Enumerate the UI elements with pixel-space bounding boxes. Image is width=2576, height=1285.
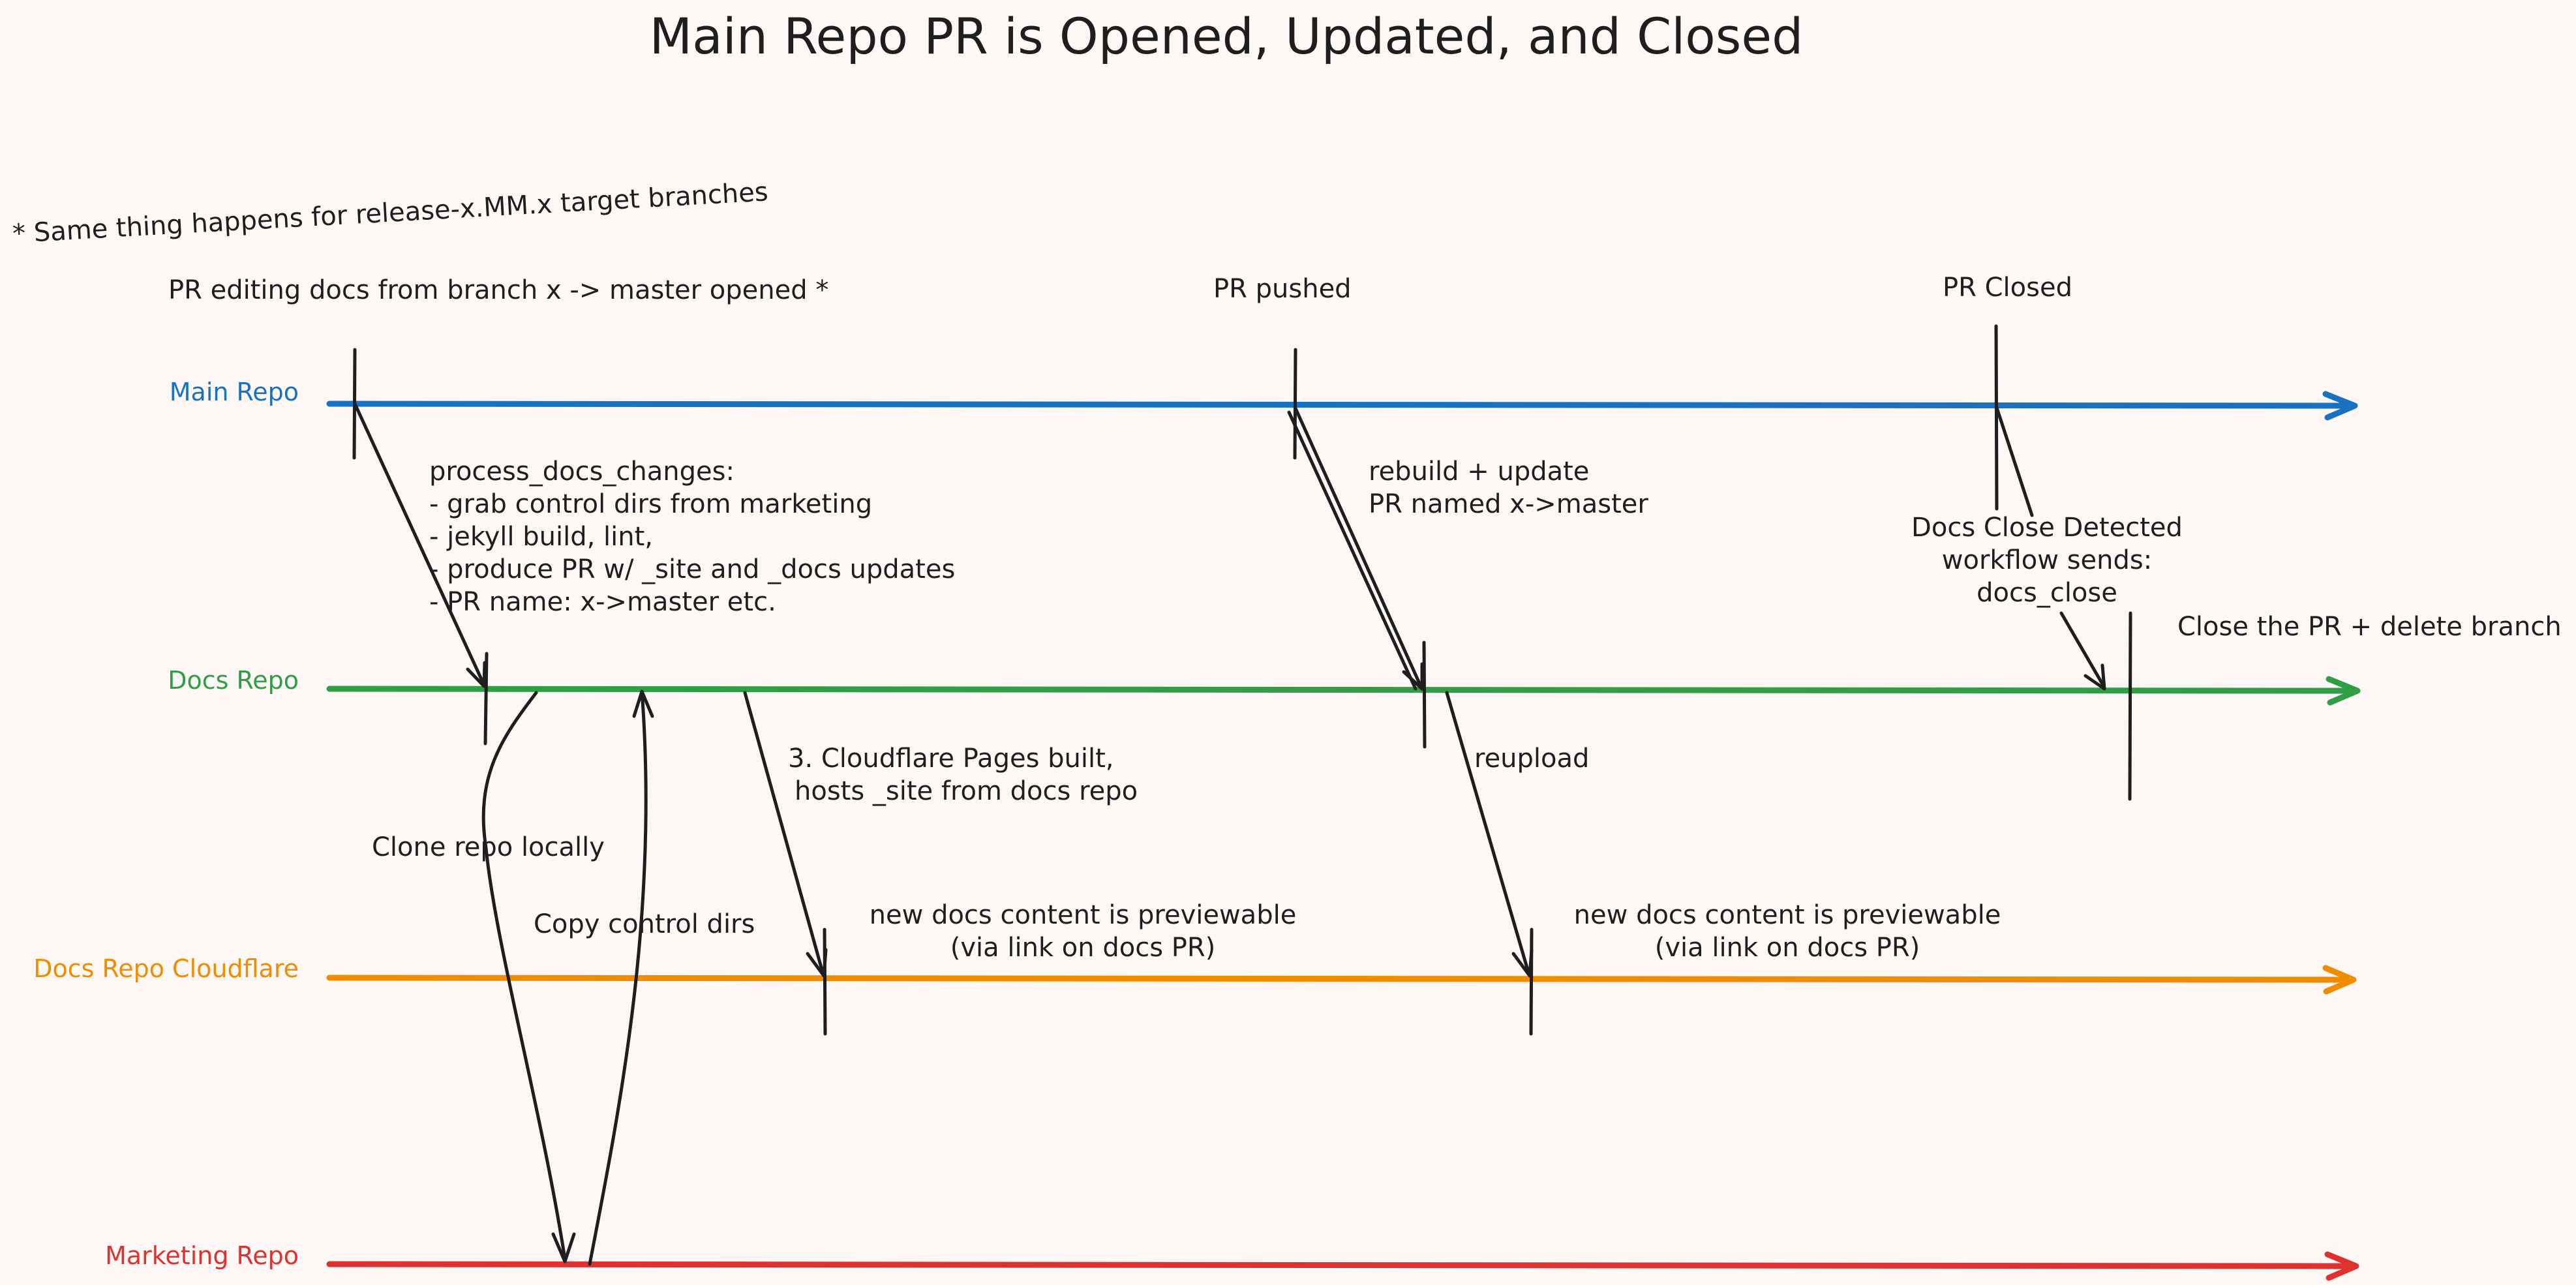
diagram-title: Main Repo PR is Opened, Updated, and Clo… [650,7,1804,65]
close-detected-line: Docs Close Detected [1911,513,2183,543]
lane-label-docs-repo-cloudflare: Docs Repo Cloudflare [33,954,299,983]
tick-main-pushed [1293,348,1297,460]
process-docs-line: - PR name: x->master etc. [429,587,776,617]
lane-marketing-repo [326,1251,2359,1281]
annotation-close-pr: Close the PR + delete branch [2177,612,2562,642]
process-docs-line: - produce PR w/ _site and _docs updates [429,554,955,584]
cloudflare-built-line: 3. Cloudflare Pages built, [788,744,1114,774]
annotation-cloudflare-built: 3. Cloudflare Pages built, hosts _site f… [788,744,1138,806]
close-detected-line: workflow sends: [1942,545,2152,575]
tick-docs-opened [483,652,489,746]
process-docs-line: process_docs_changes: [429,457,735,487]
rebuild-line: PR named x->master [1369,489,1648,519]
event-label-opened: PR editing docs from branch x -> master … [168,275,828,305]
annotation-reupload: reupload [1474,744,1589,774]
annotation-clone-repo: Clone repo locally [372,832,605,862]
lane-docs-repo-cloudflare [326,965,2357,995]
annotation-preview-first: new docs content is previewable (via lin… [870,900,1297,963]
process-docs-line: - grab control dirs from marketing [429,489,872,519]
tick-docs-pushed [1422,641,1427,749]
annotation-docs-close-detected: Docs Close Detected workflow sends: docs… [1911,513,2183,608]
release-branch-note: * Same thing happens for release-x.MM.x … [12,177,769,249]
close-detected-line: docs_close [1977,578,2117,608]
lane-label-main-repo: Main Repo [170,378,299,406]
preview-line: (via link on docs PR) [1655,933,1920,963]
annotation-copy-control-dirs: Copy control dirs [534,909,755,939]
tick-main-closed [1994,324,1999,511]
arrow-copy-control-dirs [588,689,654,1266]
arrow-docs-to-cloudflare-first [743,691,828,978]
event-label-closed: PR Closed [1943,273,2072,303]
annotation-rebuild-update: rebuild + update PR named x->master [1369,457,1648,519]
rebuild-line: rebuild + update [1369,457,1589,487]
tick-cloudflare-second [1529,928,1534,1036]
arrow-clone-repo-locally [481,691,576,1263]
arrow-main-to-docs-closed [1995,406,2106,691]
arrow-main-to-docs-pushed [1287,406,1424,691]
lane-docs-repo [326,676,2361,706]
lane-main-repo [326,391,2358,421]
preview-line: new docs content is previewable [1574,900,2001,930]
event-label-pushed: PR pushed [1213,274,1352,304]
lane-label-docs-repo: Docs Repo [168,666,299,695]
cloudflare-built-line: hosts _site from docs repo [795,776,1138,806]
process-docs-line: - jekyll build, lint, [429,522,653,552]
preview-line: new docs content is previewable [870,900,1297,930]
preview-line: (via link on docs PR) [950,933,1216,963]
annotation-preview-second: new docs content is previewable (via lin… [1574,900,2001,963]
lane-label-marketing-repo: Marketing Repo [105,1241,299,1270]
arrow-main-to-docs-opened [353,402,487,688]
arrow-docs-to-cloudflare-reupload [1445,691,1534,978]
annotation-process-docs-changes: process_docs_changes: - grab control dir… [429,457,955,617]
